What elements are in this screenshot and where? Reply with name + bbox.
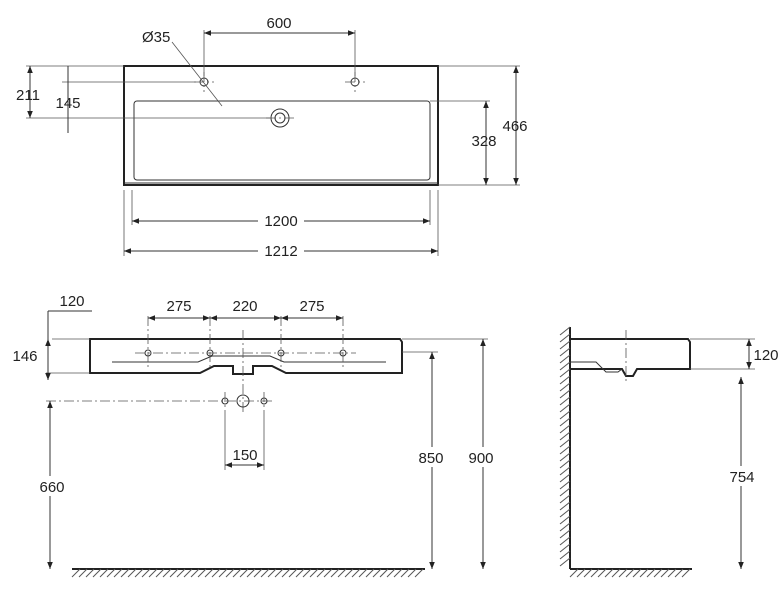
spacing-left-label: 275: [166, 298, 191, 315]
top-view: Ø35 600 211 145 328 466 1200 1212: [16, 15, 527, 260]
rim-height-label: 900: [468, 450, 493, 467]
basin-outline: [123, 65, 439, 186]
waste-spacing-label: 150: [232, 447, 257, 464]
wall-hatch: [559, 326, 571, 569]
waste-height-label: 660: [39, 479, 64, 496]
drain-hole: [266, 108, 294, 128]
rim-from-top-label: 120: [59, 293, 84, 310]
bowl-outline: [133, 100, 431, 181]
waste-outlet: [46, 392, 272, 410]
basin-front-outline: [89, 338, 403, 375]
floor-hatch-front: [71, 568, 425, 578]
diameter-leader: [171, 41, 223, 107]
spacing-right-label: 275: [299, 298, 324, 315]
overall-depth-label: 466: [502, 118, 527, 135]
edge-to-hole-label: 211: [16, 87, 40, 104]
tap-markers-front: [135, 316, 356, 412]
tap-spacing-label: 600: [266, 15, 291, 32]
side-thickness-label: 120: [753, 347, 778, 364]
floor-hatch-side: [569, 568, 692, 578]
underside-height-label: 850: [418, 450, 443, 467]
front-view: 275 220 275 120 146 150 660: [12, 293, 498, 578]
bowl-width-label: 1200: [264, 213, 297, 230]
hole-diameter-label: Ø35: [142, 29, 170, 46]
overall-width-label: 1212: [264, 243, 297, 260]
basin-side-outline: [570, 338, 691, 377]
thickness-label: 146: [12, 348, 37, 365]
bowl-depth-label: 328: [471, 133, 496, 150]
side-underside-label: 754: [729, 469, 754, 486]
edge-to-drain-label: 145: [55, 95, 80, 112]
side-view: 120 754: [559, 326, 779, 578]
spacing-center-label: 220: [232, 298, 257, 315]
